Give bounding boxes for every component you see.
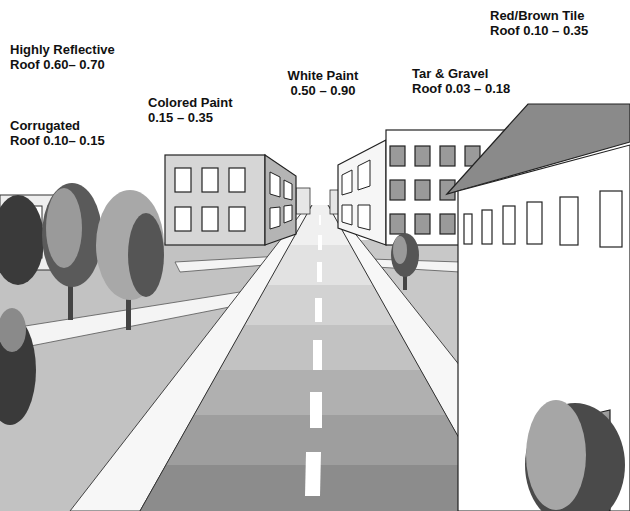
colored-paint-building-shape xyxy=(165,155,265,245)
tar-gravel-building-shape xyxy=(415,146,430,166)
colored-paint-building xyxy=(165,155,296,245)
trees-shape xyxy=(42,183,102,287)
colored-paint-building-shape xyxy=(270,207,280,229)
tar-gravel-building-shape xyxy=(390,214,405,234)
trees-shape xyxy=(0,195,44,285)
tar-gravel-building-shape xyxy=(415,214,430,234)
center-line-shape xyxy=(305,452,321,496)
trees-shape xyxy=(0,308,26,352)
center-line-shape xyxy=(317,262,322,282)
white-paint-building xyxy=(338,140,386,245)
trees xyxy=(0,183,625,511)
tile-roof-house-shape xyxy=(560,197,578,245)
trees-shape xyxy=(391,233,419,277)
tar-gravel-building-shape xyxy=(390,146,405,166)
colored-paint-building-shape xyxy=(229,207,245,231)
colored-paint-building-shape xyxy=(284,205,292,223)
albedo-label: Red/Brown Tile Roof 0.10 – 0.35 xyxy=(490,8,598,38)
center-line-shape xyxy=(313,340,322,370)
far-buildings-shape xyxy=(296,188,310,214)
center-line-shape xyxy=(318,235,322,250)
white-paint-building-shape xyxy=(358,160,370,190)
trees-shape xyxy=(46,188,82,268)
center-line xyxy=(305,215,322,496)
tar-gravel-building-shape xyxy=(440,214,455,234)
trees-shape xyxy=(96,190,164,300)
colored-paint-building-shape xyxy=(229,168,245,192)
tile-roof-house-shape xyxy=(464,214,472,244)
colored-paint-building-shape xyxy=(175,207,191,231)
tile-roof-house-shape xyxy=(482,210,492,244)
albedo-label: White Paint 0.50 – 0.90 xyxy=(282,68,364,98)
road-edge xyxy=(140,205,500,511)
tar-gravel-building-shape xyxy=(390,180,405,200)
white-paint-building-shape xyxy=(342,205,352,225)
trees-shape xyxy=(393,236,407,264)
center-line-shape xyxy=(319,215,321,225)
albedo-label: Highly Reflective Roof 0.60– 0.70 xyxy=(10,42,124,72)
tile-roof-house-shape xyxy=(503,206,515,244)
tile-roof-house-shape xyxy=(600,191,622,247)
albedo-label: Tar & Gravel Roof 0.03 – 0.18 xyxy=(412,66,515,96)
white-paint-building-shape xyxy=(342,170,352,195)
tar-gravel-building-shape xyxy=(415,180,430,200)
trees-shape xyxy=(128,213,164,297)
colored-paint-building-shape xyxy=(265,155,296,245)
white-paint-building-shape xyxy=(338,140,386,245)
tar-gravel-building-shape xyxy=(440,146,455,166)
tile-roof-house-shape xyxy=(527,202,542,244)
center-line-shape xyxy=(315,298,322,322)
road-edge-shape xyxy=(140,205,312,511)
colored-paint-building-shape xyxy=(284,180,292,200)
colored-paint-building-shape xyxy=(270,172,280,197)
trees-shape xyxy=(526,400,586,510)
colored-paint-building-shape xyxy=(202,207,218,231)
white-paint-building-shape xyxy=(358,205,370,230)
colored-paint-building-shape xyxy=(202,168,218,192)
albedo-label: Corrugated Roof 0.10– 0.15 xyxy=(10,118,109,148)
albedo-label: Colored Paint 0.15 – 0.35 xyxy=(148,95,242,125)
center-line-shape xyxy=(310,392,322,428)
colored-paint-building-shape xyxy=(175,168,191,192)
